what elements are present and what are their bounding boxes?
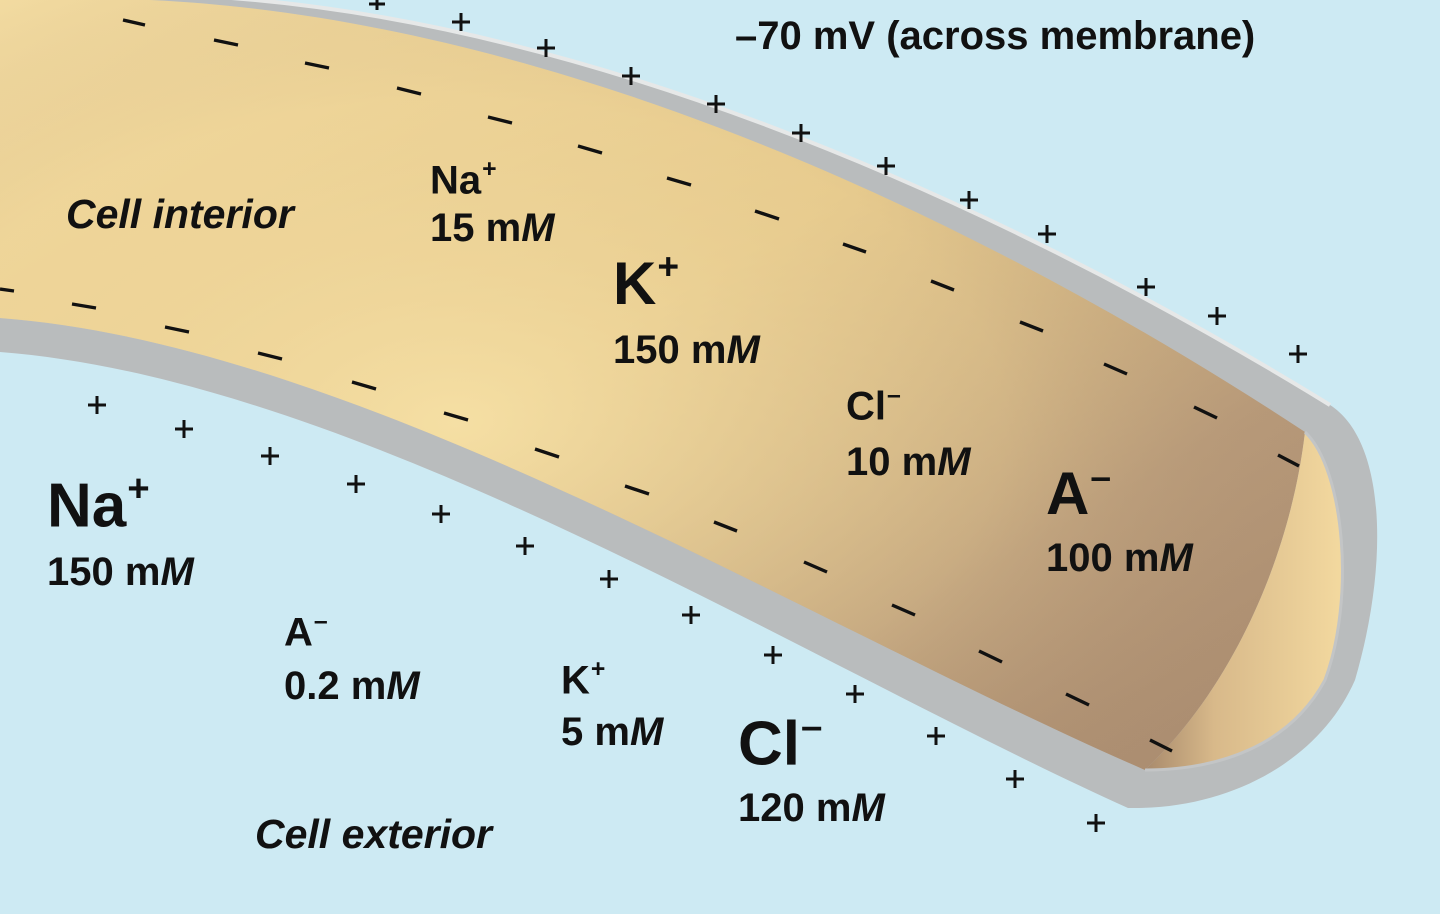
ion-symbol: A–	[284, 609, 328, 655]
concentration-value: 0.2	[284, 664, 340, 709]
ion-concentration: 120 mM	[738, 785, 885, 830]
concentration-value: 100	[1046, 536, 1113, 580]
ion-concentration: 150 mM	[47, 549, 194, 594]
ion-symbol: Na+	[430, 157, 497, 203]
ion-symbol: Na+	[47, 469, 150, 541]
ion-concentration: 150 mM	[613, 328, 760, 372]
concentration-value: 150	[47, 549, 114, 594]
inside-negative-charges-upper	[122, 18, 1300, 468]
concentration-value: 5	[561, 710, 584, 755]
exterior-k-ion: K+ 5 mM	[561, 657, 664, 755]
ion-concentration: 10 mM	[846, 440, 971, 485]
exterior-na-ion: Na+ 150 mM	[47, 469, 194, 594]
ion-symbol-text: Cl	[846, 384, 886, 429]
interior-a-ion: A– 100 mM	[1046, 458, 1193, 580]
ion-charge: –	[1090, 455, 1112, 498]
ion-charge: +	[127, 467, 150, 511]
tube-end-cap	[1145, 432, 1343, 770]
ion-symbol-text: K	[613, 250, 657, 317]
inside-negative-charges-lower	[0, 287, 1173, 753]
concentration-value: 10	[846, 440, 891, 485]
outside-positive-charges-upper	[369, 0, 1307, 363]
membrane-potential-label: –70 mV (across membrane)	[735, 14, 1256, 58]
cell-exterior-label: Cell exterior	[255, 811, 492, 857]
exterior-cl-ion: Cl– 120 mM	[738, 707, 885, 830]
ion-charge: –	[313, 607, 328, 635]
interior-cl-ion: Cl– 10 mM	[846, 383, 971, 485]
concentration-value: 150	[613, 328, 680, 372]
ion-symbol-text: A	[1046, 460, 1090, 527]
concentration-value: 15	[430, 206, 475, 251]
ion-symbol-text: Na	[47, 471, 127, 541]
ion-symbol: Cl–	[846, 383, 901, 429]
ion-symbol: Cl–	[738, 707, 822, 779]
ion-symbol-text: A	[284, 610, 313, 655]
ion-symbol-text: K	[561, 658, 590, 703]
ion-concentration: 15 mM	[430, 206, 555, 251]
interior-na-ion: Na+ 15 mM	[430, 157, 555, 251]
ion-charge: –	[801, 705, 823, 749]
cell-interior-label: Cell interior	[66, 191, 294, 237]
ion-symbol-text: Cl	[738, 709, 800, 779]
interior-k-ion: K+ 150 mM	[613, 248, 760, 372]
ion-symbol: A–	[1046, 458, 1111, 527]
ion-concentration: 5 mM	[561, 710, 664, 755]
ion-charge: +	[657, 245, 680, 288]
ion-charge: +	[482, 155, 497, 183]
ion-concentration: 0.2 mM	[284, 664, 420, 709]
outside-positive-charges-lower	[88, 396, 1105, 832]
ion-symbol: K+	[561, 657, 605, 703]
concentration-value: 120	[738, 785, 805, 830]
ion-symbol-text: Na	[430, 158, 482, 203]
ion-charge: +	[590, 655, 606, 683]
ion-symbol: K+	[613, 248, 679, 317]
ion-charge: –	[887, 381, 901, 409]
exterior-a-ion: A– 0.2 mM	[284, 609, 420, 709]
ion-concentration: 100 mM	[1046, 536, 1193, 580]
